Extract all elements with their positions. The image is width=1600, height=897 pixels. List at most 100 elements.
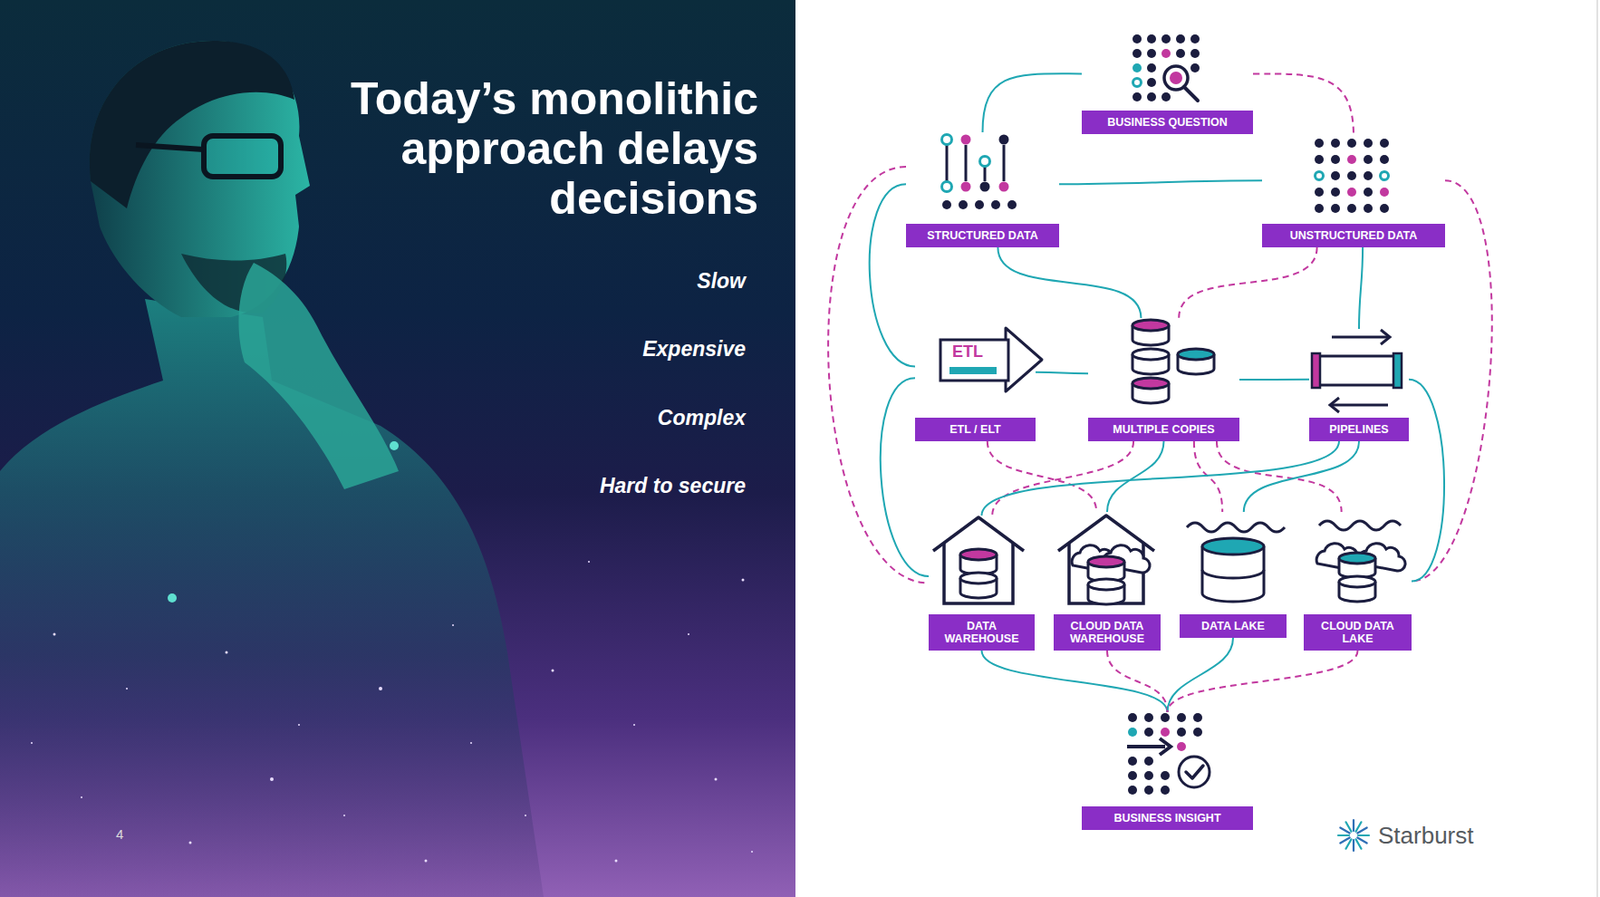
person-body bbox=[135, 144, 204, 150]
cloud-data-warehouse-icon bbox=[1058, 515, 1155, 551]
business-question-icon bbox=[1132, 34, 1200, 102]
data-lake-icon bbox=[1186, 522, 1285, 602]
person-body bbox=[89, 40, 310, 318]
stars bbox=[551, 669, 555, 673]
stars bbox=[424, 859, 428, 863]
icon-space bbox=[1179, 511, 1287, 615]
icon-caption: ETL bbox=[952, 342, 984, 361]
multiple-copies-icon bbox=[1177, 348, 1215, 375]
unstructured-data-icon bbox=[1347, 171, 1357, 181]
unstructured-data-icon bbox=[1379, 138, 1389, 148]
unstructured-data-icon bbox=[1363, 138, 1373, 148]
business-insight-icon bbox=[1185, 765, 1204, 779]
business-question-icon bbox=[1161, 92, 1171, 102]
multiple-copies-icon bbox=[1132, 377, 1169, 404]
business-insight-icon bbox=[1178, 756, 1210, 788]
business-insight-icon bbox=[1159, 738, 1171, 755]
solid-connector bbox=[1359, 247, 1363, 329]
stars bbox=[378, 686, 383, 691]
node-label: PIPELINES bbox=[1309, 417, 1409, 442]
diagram-node: UNSTRUCTURED DATA bbox=[1262, 135, 1446, 248]
node-text: ETL / ELT bbox=[919, 423, 1032, 436]
business-insight-icon bbox=[1193, 727, 1203, 737]
multiple-copies-icon bbox=[1132, 319, 1215, 404]
data-warehouse-icon bbox=[960, 549, 997, 575]
icon-space bbox=[906, 132, 1060, 224]
stars bbox=[30, 742, 33, 744]
unstructured-data-icon bbox=[1363, 154, 1373, 164]
solid-connector bbox=[997, 247, 1141, 319]
solid-connector bbox=[982, 441, 1340, 516]
unstructured-data-icon bbox=[1314, 187, 1324, 197]
stars bbox=[615, 859, 618, 863]
business-insight-icon bbox=[1127, 713, 1138, 723]
etl-icon bbox=[940, 339, 1009, 381]
data-lake-icon bbox=[1202, 569, 1264, 579]
starburst-logo-mark bbox=[1346, 821, 1352, 831]
dashed-connector bbox=[1107, 650, 1168, 713]
unstructured-data-icon bbox=[1363, 187, 1373, 197]
structured-data-icon bbox=[958, 200, 968, 210]
stars bbox=[633, 723, 636, 726]
business-question-icon bbox=[1190, 48, 1200, 58]
dashed-connector bbox=[992, 441, 1134, 516]
business-question-icon bbox=[1132, 34, 1200, 102]
business-insight-icon bbox=[1144, 713, 1154, 723]
business-insight-icon bbox=[1127, 727, 1138, 737]
starburst-logo-mark bbox=[1356, 838, 1362, 849]
stars bbox=[470, 742, 473, 744]
node-label: CLOUD DATA WAREHOUSE bbox=[1053, 614, 1161, 651]
data-warehouse-icon bbox=[933, 517, 1024, 551]
starburst-logo-mark bbox=[1339, 828, 1350, 834]
node-text: DATA LAKE bbox=[1184, 619, 1282, 633]
unstructured-data-icon bbox=[1314, 154, 1324, 164]
structured-data-icon bbox=[945, 144, 949, 182]
pipelines-icon bbox=[1315, 356, 1398, 386]
icon-space bbox=[1053, 511, 1161, 615]
node-label: UNSTRUCTURED DATA bbox=[1262, 223, 1446, 248]
dashed-connector bbox=[1167, 650, 1359, 713]
stars bbox=[298, 723, 300, 726]
structured-data-icon bbox=[991, 200, 1001, 210]
business-question-icon bbox=[1175, 34, 1186, 44]
diagram-node: DATA LAKE bbox=[1179, 511, 1287, 638]
unstructured-data-icon bbox=[1330, 138, 1340, 148]
dashed-connector bbox=[1253, 73, 1354, 136]
node-label: CLOUD DATA LAKE bbox=[1303, 614, 1412, 651]
stars bbox=[30, 560, 753, 863]
page-number: 4 bbox=[115, 826, 124, 843]
etl-icon bbox=[949, 366, 997, 375]
person-body bbox=[203, 135, 281, 177]
pipelines-icon bbox=[1331, 404, 1388, 407]
business-question-icon bbox=[1175, 48, 1186, 58]
business-question-icon bbox=[1146, 77, 1157, 87]
unstructured-data-icon bbox=[1363, 171, 1373, 181]
starburst-logo-mark bbox=[1357, 838, 1367, 844]
business-insight-icon bbox=[1127, 785, 1138, 795]
structured-data-icon bbox=[942, 134, 1018, 211]
pipelines-icon bbox=[1331, 336, 1388, 339]
business-question-icon bbox=[1132, 63, 1142, 73]
starburst-logo-mark bbox=[1357, 828, 1367, 834]
starburst-logo-mark bbox=[1339, 838, 1350, 844]
structured-data-icon bbox=[1002, 144, 1006, 182]
structured-data-icon bbox=[999, 134, 1010, 145]
structured-data-icon bbox=[964, 144, 968, 182]
unstructured-data-icon bbox=[1330, 187, 1340, 197]
diagram-node: BUSINESS QUESTION bbox=[1081, 33, 1254, 135]
person-body bbox=[0, 298, 544, 897]
business-insight-icon bbox=[1176, 742, 1186, 752]
person-body bbox=[238, 262, 399, 490]
icon-space bbox=[1081, 33, 1254, 111]
business-insight-icon bbox=[1127, 744, 1166, 749]
node-text: STRUCTURED DATA bbox=[910, 229, 1055, 242]
icon-space bbox=[1081, 712, 1254, 807]
multiple-copies-icon bbox=[1132, 348, 1169, 375]
solid-connector bbox=[1239, 378, 1310, 381]
structured-data-icon bbox=[961, 182, 972, 193]
node-text: CLOUD DATA LAKE bbox=[1308, 619, 1408, 646]
structured-data-icon bbox=[983, 166, 987, 182]
stars bbox=[742, 578, 745, 582]
